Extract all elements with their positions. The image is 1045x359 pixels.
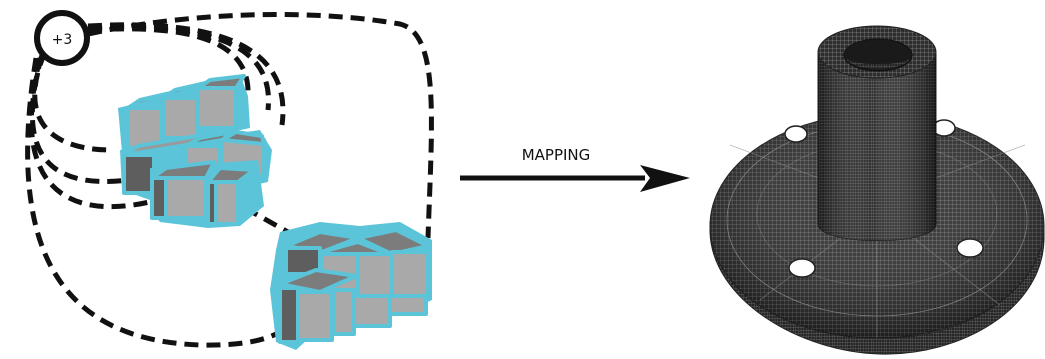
cube-cluster-upper xyxy=(118,74,272,228)
mapping-label: MAPPING xyxy=(522,146,591,164)
mapping-arrow: MAPPING xyxy=(460,146,690,192)
dashed-link-bottom xyxy=(25,57,292,348)
node-plus-3: +3 xyxy=(34,10,90,66)
dashed-links xyxy=(25,12,434,348)
bolt-holes xyxy=(784,119,984,278)
dashed-link-left-2 xyxy=(29,54,129,184)
meshed-flange-part xyxy=(709,25,1045,355)
dashed-link-left-1 xyxy=(32,51,113,153)
cube-cluster-lower xyxy=(270,222,432,350)
dashed-link-left-3 xyxy=(29,57,159,210)
node-label: +3 xyxy=(52,32,73,48)
dashed-link-top-3 xyxy=(87,22,286,126)
dashed-link-outer xyxy=(87,12,434,239)
dashed-link-top-2 xyxy=(87,24,271,111)
